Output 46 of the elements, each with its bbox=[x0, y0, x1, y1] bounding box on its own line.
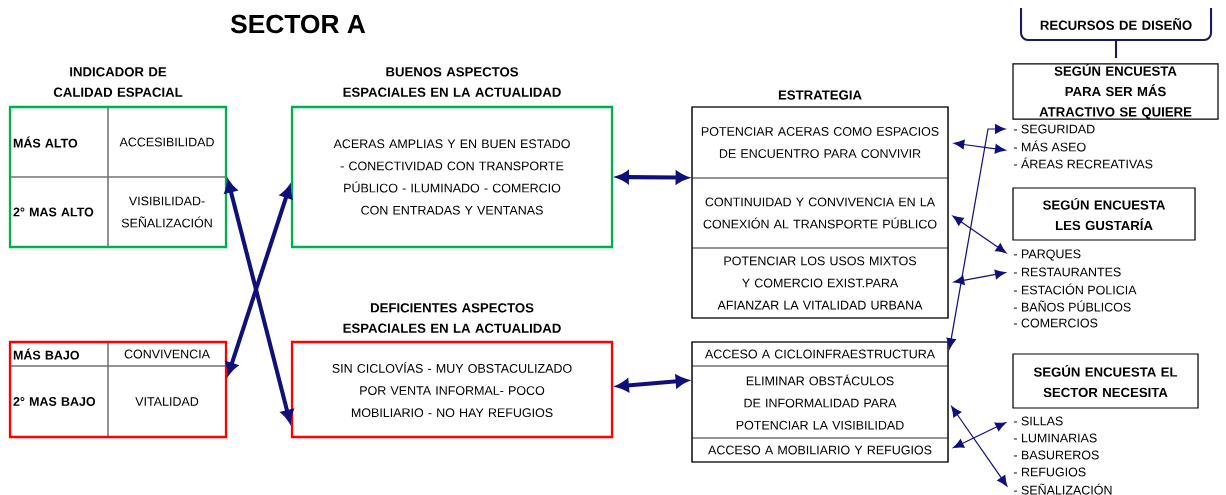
list-item: - ESTACIÓN POLICIA bbox=[1013, 283, 1137, 295]
table-cell: 2° MAS BAJO bbox=[9, 365, 109, 438]
indicator-table bbox=[8, 340, 228, 439]
arrow bbox=[952, 215, 1007, 254]
list-item: - BAÑOS PÚBLICOS bbox=[1013, 300, 1131, 312]
title: SECTOR A bbox=[230, 14, 366, 34]
table-cell: ACCESO A CICLOINFRAESTRUCTURA bbox=[691, 341, 949, 367]
list-item: - REFUGIOS bbox=[1013, 467, 1086, 477]
list-item: - RESTAURANTES bbox=[1013, 267, 1121, 277]
table-cell: POTENCIAR LOS USOS MIXTOS Y COMERCIO EXIST.PARA AFIANZAR LA VITALIDAD URBANA bbox=[691, 247, 949, 319]
column-heading: INDICADOR DE CALIDAD ESPACIAL bbox=[53, 67, 183, 97]
table-cell: CONTINUIDAD Y CONVIVENCIA EN LA CONEXIÓN AL TRANSPORTE PÚBLICO bbox=[691, 177, 949, 249]
table-cell: ACCESIBILIDAD bbox=[107, 106, 227, 178]
table-cell: 2° MAS ALTO bbox=[9, 176, 109, 248]
arrow bbox=[953, 139, 1006, 154]
survey-box: SEGÚN ENCUESTA PARA SER MÁS ATRACTIVO SE QUIERE bbox=[1012, 63, 1219, 120]
list-item: - BASUREROS bbox=[1013, 450, 1099, 460]
table-cell: MÁS BAJO bbox=[9, 341, 109, 367]
list-item: - SILLAS bbox=[1013, 416, 1063, 426]
arrow bbox=[951, 406, 1008, 487]
aspects-box: ACERAS AMPLIAS Y EN BUEN ESTADO - CONECTIVIDAD CON TRANSPORTE PÚBLICO - ILUMINADO - COMERCIO CON ENTRADAS Y VENTANAS bbox=[290, 105, 614, 249]
list-item: - LUMINARIAS bbox=[1013, 433, 1097, 443]
survey-box: SEGÚN ENCUESTA LES GUSTARÍA bbox=[1012, 187, 1196, 241]
table-cell: VISIBILIDAD- SEÑALIZACIÓN bbox=[107, 176, 227, 248]
table-cell: POTENCIAR ACERAS COMO ESPACIOS DE ENCUENTRO PARA CONVIVIR bbox=[691, 106, 949, 179]
list-item: - SEGURIDAD bbox=[1013, 124, 1095, 134]
survey-box: SEGÚN ENCUESTA EL SECTOR NECESITA bbox=[1012, 353, 1199, 409]
arrow bbox=[953, 422, 1007, 449]
list-item: - ÁREAS RECREATIVAS bbox=[1013, 157, 1153, 169]
column-heading: DEFICIENTES ASPECTOS ESPACIALES EN LA ACTUALIDAD bbox=[343, 303, 561, 333]
list-item: - COMERCIOS bbox=[1013, 318, 1098, 328]
table-cell: MÁS ALTO bbox=[9, 106, 109, 178]
table-cell: VITALIDAD bbox=[107, 365, 227, 438]
table-cell: ACCESO A MOBILIARIO Y REFUGIOS bbox=[691, 437, 949, 463]
column-heading: ESTRATEGIA bbox=[778, 90, 862, 100]
list-item: - MÁS ASEO bbox=[1013, 140, 1086, 152]
list-item: - SEÑALIZACIÓN bbox=[1013, 483, 1112, 495]
indicator-table bbox=[8, 105, 228, 249]
aspects-box: SIN CICLOVÍAS - MUY OBSTACULIZADO POR VENTA INFORMAL- POCO MOBILIARIO - NO HAY REFUGIOS bbox=[290, 340, 614, 439]
arrow bbox=[953, 269, 1006, 285]
brace-label: RECURSOS DE DISEÑO bbox=[1040, 18, 1192, 30]
column-heading: BUENOS ASPECTOS ESPACIALES EN LA ACTUALIDAD bbox=[343, 67, 561, 97]
arrow bbox=[946, 124, 1006, 349]
table-cell: ELIMINAR OBSTÁCULOS DE INFORMALIDAD PARA POTENCIAR LA VISIBILIDAD bbox=[691, 365, 949, 439]
strategy-table bbox=[691, 341, 949, 463]
list-item: - PARQUES bbox=[1013, 249, 1081, 261]
